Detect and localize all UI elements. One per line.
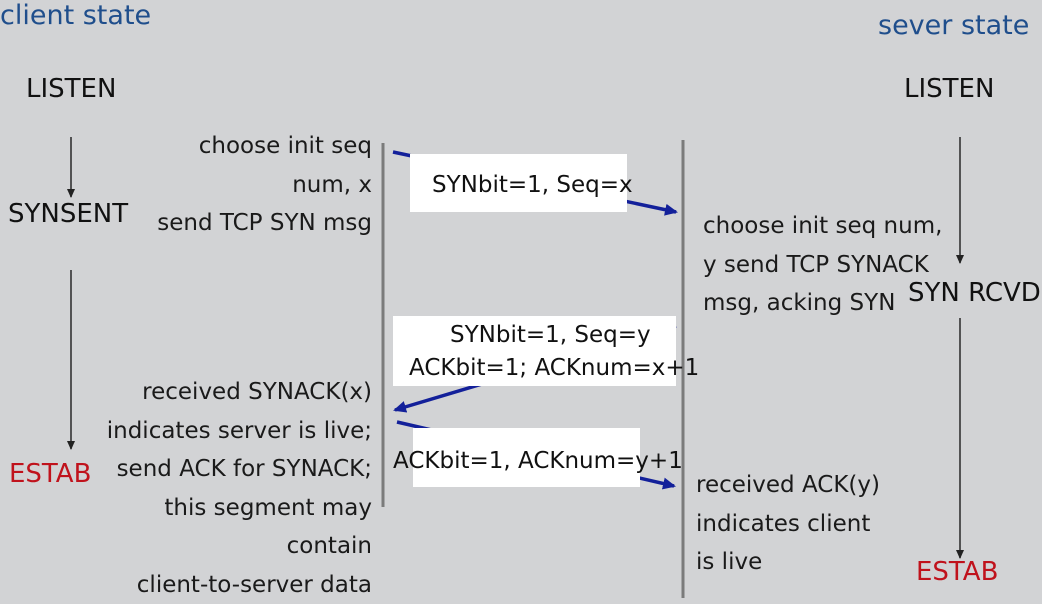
syn-message-line: SYNbit=1, Seq=x — [432, 166, 633, 204]
server-note-line: received ACK(y) — [696, 466, 880, 505]
client-note-line: received SYNACK(x) — [107, 373, 372, 412]
server-note-line: is live — [696, 543, 880, 582]
client-note-line: contain — [107, 527, 372, 566]
client-state-listen: LISTEN — [26, 74, 116, 104]
server-state-estab: ESTAB — [916, 557, 998, 587]
server-note-line: y send TCP SYNACK — [703, 246, 942, 285]
client-state-estab: ESTAB — [9, 459, 91, 489]
server-note-line: indicates client — [696, 505, 880, 544]
client-note-received-synack: received SYNACK(x) indicates server is l… — [107, 373, 372, 604]
client-note-line: num, x — [157, 166, 372, 205]
server-state-listen: LISTEN — [904, 74, 994, 104]
client-note-line: indicates server is live; — [107, 412, 372, 451]
ack-message-line: ACKbit=1, ACKnum=y+1 — [393, 442, 683, 480]
server-note-line: choose init seq num, — [703, 207, 942, 246]
client-note-line: send TCP SYN msg — [157, 204, 372, 243]
ack-message-box: ACKbit=1, ACKnum=y+1 — [413, 428, 640, 487]
client-note-line: this segment may — [107, 489, 372, 528]
synack-message-line-2: ACKbit=1; ACKnum=x+1 — [409, 349, 699, 387]
client-state-header: client state — [0, 0, 151, 31]
client-note-line: send ACK for SYNACK; — [107, 450, 372, 489]
server-state-header: sever state — [878, 10, 1029, 41]
server-note-line: msg, acking SYN — [703, 284, 942, 323]
syn-message-box: SYNbit=1, Seq=x — [410, 154, 627, 212]
server-note-received-ack: received ACK(y) indicates client is live — [696, 466, 880, 582]
client-note-line: client-to-server data — [107, 566, 372, 604]
server-note-choose-init: choose init seq num, y send TCP SYNACK m… — [703, 207, 942, 323]
client-note-choose-init: choose init seq num, x send TCP SYN msg — [157, 127, 372, 243]
synack-message-box: SYNbit=1, Seq=y ACKbit=1; ACKnum=x+1 — [393, 316, 676, 386]
client-state-synsent: SYNSENT — [8, 199, 128, 229]
client-note-line: choose init seq — [157, 127, 372, 166]
